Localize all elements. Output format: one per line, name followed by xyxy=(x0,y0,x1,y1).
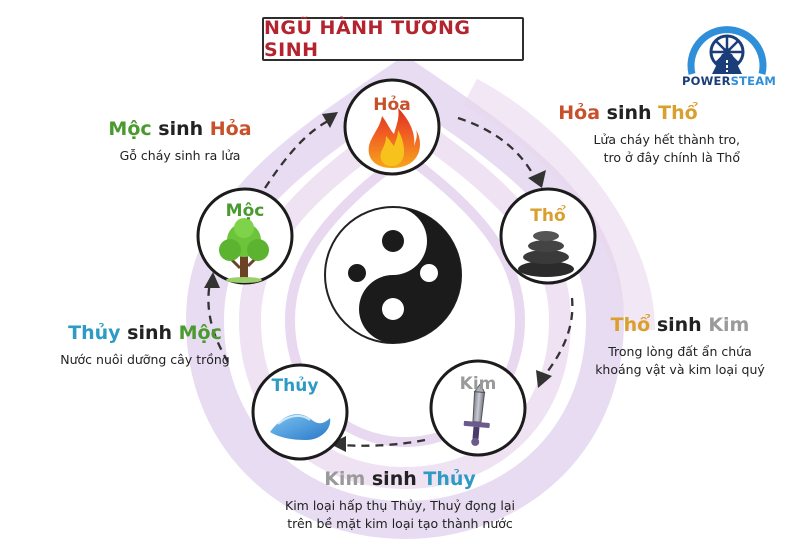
relation-thuy-moc-to: Mộc xyxy=(178,322,222,344)
logo-text-power: POWER xyxy=(682,74,731,88)
relation-moc-hoa-desc: Gỗ cháy sinh ra lửa xyxy=(70,147,290,165)
title-box: NGŨ HÀNH TƯƠNG SINH xyxy=(262,17,524,61)
stacked-stones-icon xyxy=(518,231,574,277)
relation-tho-kim: Thổ sinh Kim Trong lòng đất ẩn chứa khoá… xyxy=(560,314,800,379)
relation-thuy-moc-conn: sinh xyxy=(127,322,173,344)
page-title: NGŨ HÀNH TƯƠNG SINH xyxy=(264,17,471,61)
relation-moc-hoa-desc-line: Gỗ cháy sinh ra lửa xyxy=(119,148,241,163)
tree-icon xyxy=(219,218,269,283)
arrowhead-kim-thuy xyxy=(330,436,346,452)
node-hoa xyxy=(343,78,441,176)
relation-thuy-moc-desc-line: Nước nuôi dưỡng cây trồng xyxy=(60,352,230,367)
label-hoa: Hỏa xyxy=(373,95,411,115)
node-thuy xyxy=(251,363,349,461)
relation-moc-hoa-to: Hỏa xyxy=(209,118,252,140)
fire-icon xyxy=(368,108,421,168)
relation-tho-kim-heading: Thổ sinh Kim xyxy=(560,314,800,336)
relation-hoa-tho-from: Hỏa xyxy=(558,102,601,124)
relation-moc-hoa-conn: sinh xyxy=(158,118,204,140)
label-thuy: Thủy xyxy=(271,376,319,396)
relation-kim-thuy-to: Thủy xyxy=(423,468,476,490)
node-kim xyxy=(429,359,527,457)
label-kim: Kim xyxy=(459,374,497,394)
water-wave-icon xyxy=(270,414,331,440)
relation-moc-hoa-heading: Mộc sinh Hỏa xyxy=(70,118,290,140)
arrow-heads xyxy=(204,112,552,452)
relation-thuy-moc: Thủy sinh Mộc Nước nuôi dưỡng cây trồng xyxy=(30,322,260,369)
logo-text-steam: STEAM xyxy=(730,74,776,88)
relation-hoa-tho-desc: Lửa cháy hết thành tro, tro ở đây chính … xyxy=(508,131,748,167)
sword-icon xyxy=(463,383,490,446)
relation-tho-kim-to: Kim xyxy=(708,314,750,336)
relation-kim-thuy-conn: sinh xyxy=(371,468,417,490)
arrowhead-thuy-moc xyxy=(204,272,220,288)
arrowhead-moc-hoa xyxy=(322,112,338,128)
arrow-tho-kim xyxy=(544,297,574,376)
relation-kim-thuy-from: Kim xyxy=(324,468,366,490)
relation-hoa-tho: Hỏa sinh Thổ Lửa cháy hết thành tro, tro… xyxy=(508,102,748,167)
label-moc: Mộc xyxy=(225,201,265,221)
relation-thuy-moc-desc: Nước nuôi dưỡng cây trồng xyxy=(30,351,260,369)
relation-hoa-tho-heading: Hỏa sinh Thổ xyxy=(508,102,748,124)
arrow-moc-hoa xyxy=(264,118,331,189)
relation-kim-thuy-desc: Kim loại hấp thụ Thủy, Thuỷ đọng lại trê… xyxy=(250,497,550,533)
arrow-thuy-moc xyxy=(207,281,229,363)
arrowhead-hoa-tho xyxy=(528,170,546,188)
relation-tho-kim-desc-line: khoáng vật và kim loại quý xyxy=(595,362,765,377)
cycle-arrows xyxy=(207,116,574,447)
node-tho xyxy=(499,187,597,285)
logo-text: POWERSTEAM xyxy=(676,74,782,88)
relation-moc-hoa: Mộc sinh Hỏa Gỗ cháy sinh ra lửa xyxy=(70,118,290,165)
arrow-hoa-tho xyxy=(457,116,537,179)
arrow-kim-thuy xyxy=(339,438,426,447)
relation-hoa-tho-to: Thổ xyxy=(658,102,698,124)
relation-tho-kim-conn: sinh xyxy=(656,314,702,336)
relation-kim-thuy: Kim sinh Thủy Kim loại hấp thụ Thủy, Thu… xyxy=(250,468,550,533)
relation-tho-kim-desc: Trong lòng đất ẩn chứa khoáng vật và kim… xyxy=(560,343,800,379)
label-tho: Thổ xyxy=(530,206,566,226)
relation-moc-hoa-from: Mộc xyxy=(108,118,152,140)
relation-thuy-moc-from: Thủy xyxy=(68,322,121,344)
node-moc xyxy=(196,187,294,285)
relation-hoa-tho-desc-line: Lửa cháy hết thành tro, xyxy=(593,132,740,147)
relation-hoa-tho-conn: sinh xyxy=(606,102,652,124)
yin-yang-icon xyxy=(324,206,462,344)
relation-thuy-moc-heading: Thủy sinh Mộc xyxy=(30,322,260,344)
relation-kim-thuy-heading: Kim sinh Thủy xyxy=(250,468,550,490)
relation-hoa-tho-desc-line: tro ở đây chính là Thổ xyxy=(603,150,740,165)
arrowhead-tho-kim xyxy=(536,370,552,388)
relation-kim-thuy-desc-line: trên bề mặt kim loại tạo thành nước xyxy=(287,516,513,531)
relation-tho-kim-from: Thổ xyxy=(610,314,651,336)
relation-tho-kim-desc-line: Trong lòng đất ẩn chứa xyxy=(608,344,752,359)
powersteam-logo xyxy=(687,26,767,75)
relation-kim-thuy-desc-line: Kim loại hấp thụ Thủy, Thuỷ đọng lại xyxy=(285,498,515,513)
